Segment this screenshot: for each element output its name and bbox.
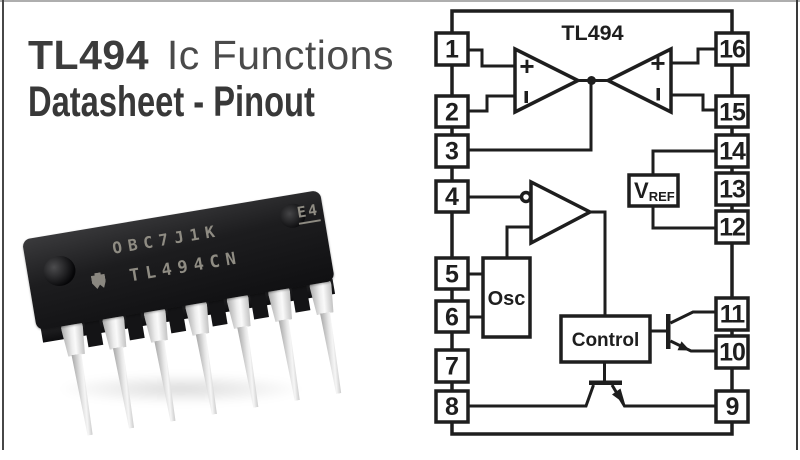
pin-box-3 — [434, 133, 470, 169]
frame-right-line — [796, 0, 798, 450]
pin-box-1 — [434, 31, 470, 67]
comp1-minus-bar — [524, 91, 528, 103]
pin-box-4 — [434, 179, 470, 214]
pin-box-6 — [434, 299, 470, 334]
control-block — [559, 314, 652, 364]
pin-box-8 — [434, 389, 470, 424]
comp1-plus-sign: + — [519, 51, 534, 81]
osc-block — [481, 256, 532, 339]
pin-number: 11 — [720, 301, 746, 329]
transistor-right-emitter — [669, 339, 716, 353]
inverter-bubble — [519, 190, 533, 204]
pin-number: 14 — [719, 138, 746, 166]
page-subtitle: Datasheet - Pinout — [28, 78, 315, 126]
wire-pin14-vref — [651, 149, 716, 175]
wire-pin15-comp2-minus — [671, 93, 716, 112]
transistor-bottom-collector-pin8 — [468, 384, 595, 408]
pin-box-7 — [434, 348, 470, 384]
pin-box-13 — [714, 171, 750, 207]
pin-number: 7 — [445, 353, 459, 381]
frame-top-line — [0, 0, 800, 2]
vref-label: VREF — [634, 178, 675, 204]
pin-box-12 — [714, 209, 750, 245]
tl494-block-diagram: + + Osc VREF Control TL494 1 2 3 4 — [434, 9, 750, 436]
pin-box-10 — [714, 334, 750, 370]
comparator-2 — [604, 46, 673, 115]
title-suffix: Ic Functions — [166, 32, 394, 78]
wire-deadtime-control — [590, 210, 607, 316]
wire-pin1-comp1-plus — [468, 48, 515, 68]
wire-pin16-comp2-plus — [671, 47, 716, 65]
pin-column-right: 16 15 14 13 12 11 10 9 — [714, 31, 750, 424]
diagram-outer-border — [450, 9, 734, 436]
title-part-number: TL494 — [28, 32, 149, 78]
pin-box-15 — [714, 94, 750, 129]
pin-number: 4 — [445, 183, 459, 211]
pin-number: 10 — [719, 339, 745, 367]
pin-number: 12 — [719, 214, 745, 242]
control-label: Control — [572, 330, 640, 351]
output-junction-dot — [587, 76, 596, 85]
page-title: TL494 Ic Functions — [28, 32, 406, 78]
pin-number: 2 — [445, 99, 459, 127]
pin-box-14 — [714, 133, 750, 169]
deadtime-comparator — [529, 179, 594, 246]
pin-number: 13 — [719, 176, 745, 204]
wire-pin3-feedback — [468, 80, 593, 152]
transistor-right-emitter-arrow — [677, 341, 690, 351]
osc-label: Osc — [488, 288, 526, 310]
pin-box-2 — [434, 94, 470, 129]
pin-column-left: 1 2 3 4 5 6 7 8 — [434, 31, 470, 424]
wire-vref-pin12 — [651, 206, 716, 230]
wire-pin2-comp1-minus — [468, 94, 515, 113]
comp2-minus-bar — [656, 88, 660, 101]
pin-number: 1 — [445, 36, 459, 64]
pin-number: 9 — [726, 393, 739, 421]
pin-number: 15 — [719, 99, 746, 127]
transistor-right-collector — [669, 310, 716, 325]
pin-number: 5 — [445, 261, 459, 289]
transistor-bottom-emitter-arrow — [612, 388, 625, 404]
frame-left-line — [2, 0, 4, 450]
transistor-bottom-base-bar — [589, 380, 622, 385]
pin-number: 16 — [719, 36, 745, 64]
comparator-1 — [513, 46, 582, 115]
header: TL494 Ic Functions Datasheet - Pinout — [28, 32, 406, 124]
pin-number: 3 — [445, 138, 459, 166]
diagram-title: TL494 — [561, 21, 623, 45]
pin-box-9 — [714, 389, 750, 424]
wire-osc-deadtime — [505, 225, 531, 258]
pin-box-11 — [714, 296, 750, 332]
transistor-right-base-bar — [666, 314, 671, 349]
pin-number: 6 — [445, 304, 459, 332]
comp2-plus-sign: + — [650, 48, 665, 78]
pin-box-16 — [714, 31, 750, 67]
pin-number: 8 — [445, 393, 459, 421]
ic-chip-photo: OBC7J1K E4 TL494CN — [21, 178, 356, 436]
vref-block — [627, 173, 680, 208]
pin-box-5 — [434, 256, 470, 291]
